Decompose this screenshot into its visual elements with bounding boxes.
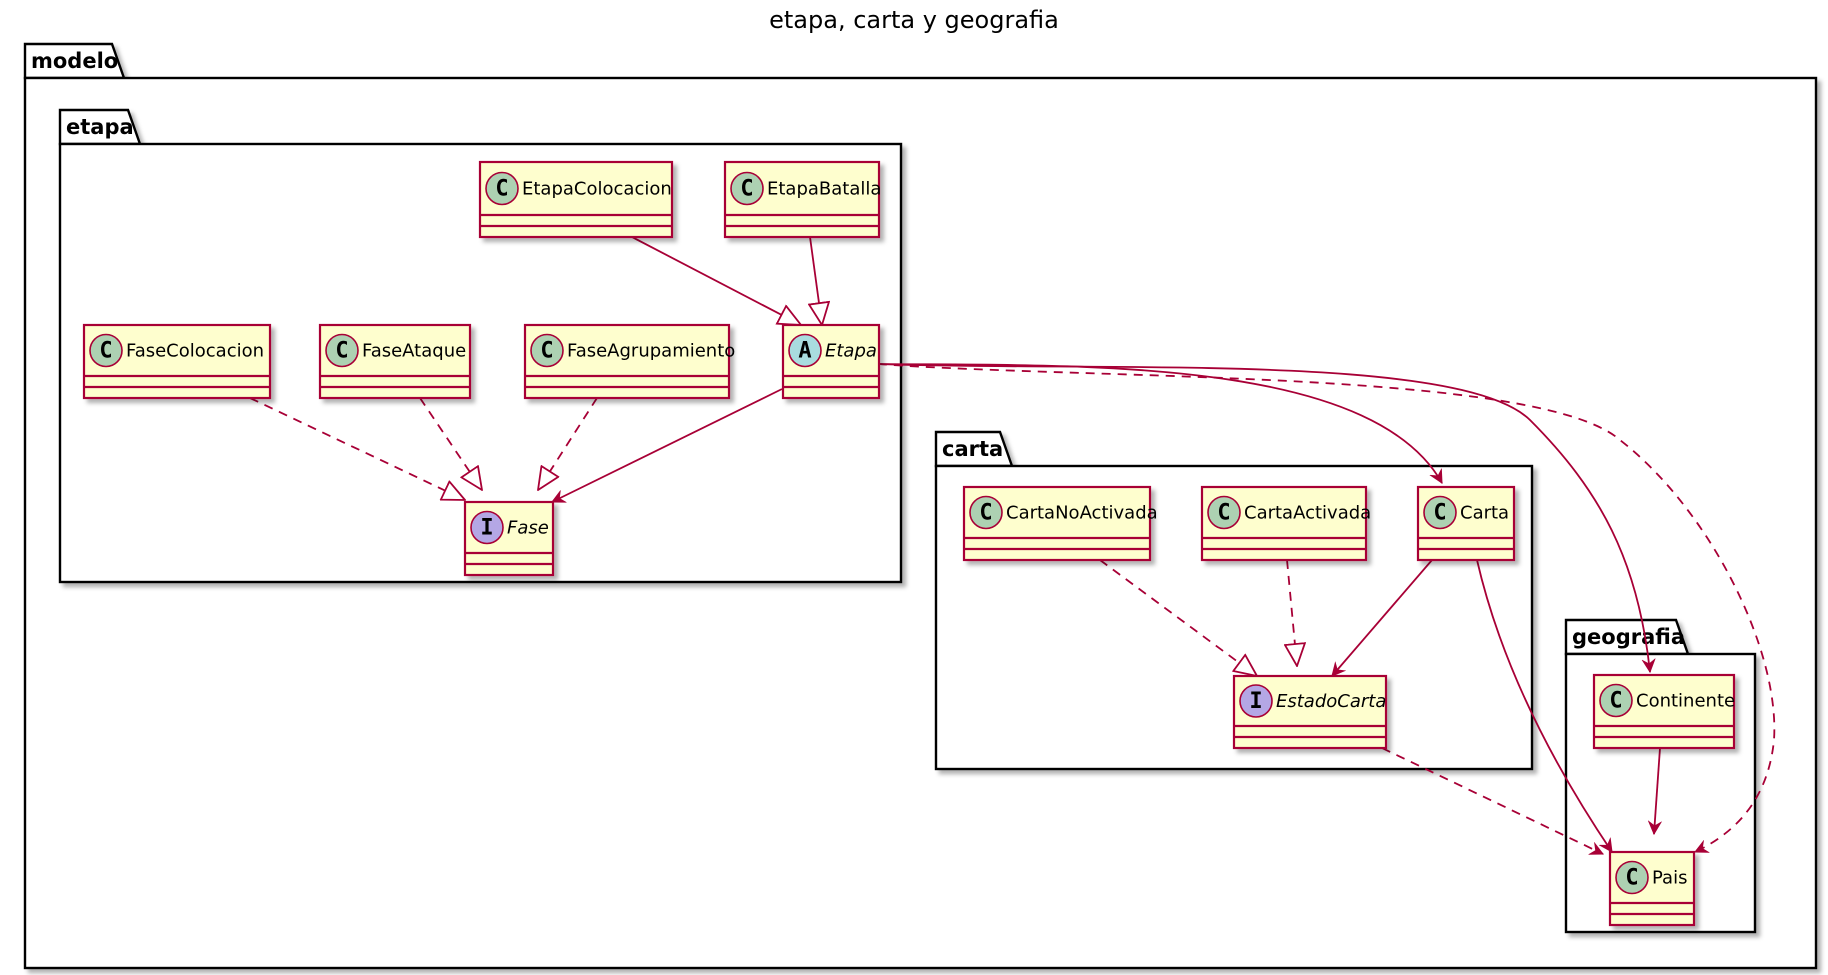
edge-carta-association-estadocarta: [1332, 559, 1433, 676]
class-name: FaseColocacion: [126, 341, 264, 362]
class-fase: I Fase: [463, 500, 555, 577]
stereotype-letter: I: [1249, 689, 1262, 714]
class-stereotype-icon: [969, 495, 1003, 530]
stereotype-letter: C: [979, 501, 992, 526]
class-stereotype-icon: [89, 333, 123, 368]
class-stereotype-icon: [485, 171, 519, 206]
edge-estadocarta-dependency-pais: [1381, 747, 1603, 855]
class-name: FaseAtaque: [362, 341, 466, 362]
class-carta: C Carta: [1416, 485, 1516, 562]
package-label: geografia: [1572, 625, 1685, 649]
class-estado-carta: I EstadoCarta: [1232, 674, 1388, 750]
interface-stereotype-icon: [470, 510, 504, 545]
class-stereotype-icon: [730, 171, 764, 206]
package-label: carta: [942, 437, 1003, 461]
stereotype-letter: C: [1609, 689, 1622, 714]
edge-etapa-association-carta: [877, 363, 1443, 483]
class-name: EstadoCarta: [1276, 691, 1386, 712]
stereotype-letter: I: [480, 516, 493, 541]
stereotype-letter: A: [798, 339, 811, 364]
edge-etapa-dependency-pais: [877, 363, 1776, 853]
stereotype-letter: C: [1625, 866, 1638, 891]
class-stereotype-icon: [1423, 495, 1457, 530]
package-label: modelo: [31, 49, 118, 73]
edge-etapa-association-fase: [552, 388, 783, 503]
relations: [249, 236, 1776, 855]
class-name: Continente: [1636, 691, 1735, 712]
stereotype-letter: C: [540, 339, 553, 364]
edge-cartanoactivada-implements-estadocarta: [1099, 559, 1257, 676]
class-name: CartaActivada: [1244, 503, 1371, 524]
class-fase-colocacion: C FaseColocacion: [82, 323, 272, 400]
class-stereotype-icon: [1207, 495, 1241, 530]
class-carta-no-activada: C CartaNoActivada: [962, 485, 1158, 562]
class-name: FaseAgrupamiento: [567, 341, 735, 362]
class-name: EtapaColocacion: [522, 179, 672, 200]
edge-faseagrupamiento-implements-fase: [538, 397, 598, 490]
edge-continente-association-pais: [1654, 747, 1660, 834]
class-name: CartaNoActivada: [1006, 503, 1158, 524]
stereotype-letter: C: [1433, 501, 1446, 526]
class-etapa-colocacion: C EtapaColocacion: [478, 160, 674, 239]
class-etapa-batalla: C EtapaBatalla: [723, 160, 881, 239]
class-stereotype-icon: [1599, 683, 1633, 718]
class-stereotype-icon: [1615, 860, 1649, 895]
edge-carta-association-pais: [1476, 559, 1613, 852]
edge-cartaactivada-implements-estadocarta: [1287, 559, 1297, 666]
class-pais: C Pais: [1608, 850, 1696, 927]
class-fase-agrupamiento: C FaseAgrupamiento: [523, 323, 735, 400]
class-carta-activada: C CartaActivada: [1200, 485, 1371, 562]
edge-faseataque-implements-fase: [419, 397, 482, 490]
interface-stereotype-icon: [1239, 684, 1273, 718]
stereotype-letter: C: [99, 339, 112, 364]
class-stereotype-icon: [325, 333, 359, 368]
class-name: Fase: [507, 518, 549, 539]
stereotype-letter: C: [335, 339, 348, 364]
diagram-title: etapa, carta y geografia: [769, 6, 1059, 34]
abstract-stereotype-icon: [788, 333, 822, 368]
class-etapa: A Etapa: [781, 323, 881, 400]
edge-etapabatalla-extends-etapa: [810, 236, 822, 325]
edge-fasecolocacion-implements-fase: [249, 397, 465, 500]
class-fase-ataque: C FaseAtaque: [318, 323, 472, 400]
class-name: EtapaBatalla: [767, 179, 881, 200]
class-name: Pais: [1652, 868, 1687, 889]
class-stereotype-icon: [530, 333, 564, 368]
stereotype-letter: C: [740, 177, 753, 202]
edge-etapa-association-continente: [877, 363, 1650, 672]
class-continente: C Continente: [1592, 673, 1736, 750]
class-name: Carta: [1460, 503, 1509, 524]
package-label: etapa: [66, 115, 134, 139]
edge-etapacolocacion-extends-etapa: [631, 236, 801, 325]
stereotype-letter: C: [495, 177, 508, 202]
stereotype-letter: C: [1217, 501, 1230, 526]
class-name: Etapa: [825, 341, 877, 362]
